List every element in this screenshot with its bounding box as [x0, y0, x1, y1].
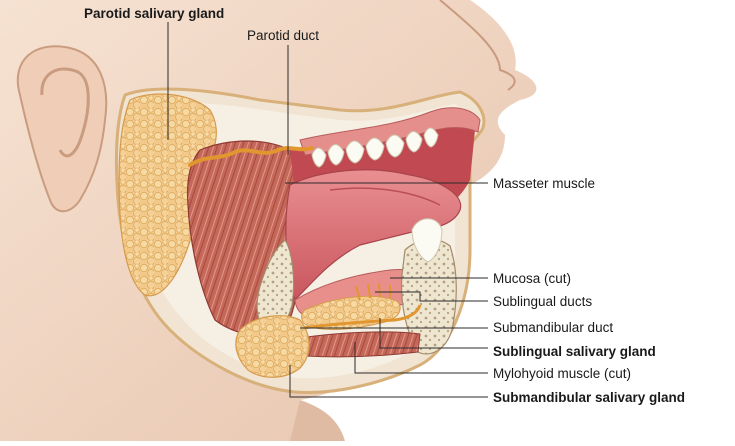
leader-lines — [167, 22, 488, 398]
neck-shadow — [290, 400, 345, 441]
nose-outline — [439, 0, 516, 91]
lower-tooth — [411, 218, 443, 263]
label-parotid-salivary-gland: Parotid salivary gland — [84, 6, 224, 21]
upper-teeth — [311, 127, 439, 168]
mylohyoid-muscle-shape — [299, 331, 421, 358]
label-mylohyoid-muscle: Mylohyoid muscle (cut) — [493, 366, 631, 381]
parotid-duct-shape — [188, 146, 314, 167]
label-parotid-duct: Parotid duct — [247, 28, 319, 43]
tongue-midline — [329, 187, 441, 206]
label-sublingual-salivary-gland: Sublingual salivary gland — [493, 344, 656, 359]
submandibular-duct-shape — [289, 304, 422, 332]
submandibular-gland-shape — [235, 315, 310, 378]
label-submandibular-salivary-gland: Submandibular salivary gland — [493, 390, 685, 405]
label-mucosa-cut: Mucosa (cut) — [493, 271, 571, 286]
parotid-gland-shape — [118, 93, 217, 297]
label-masseter-muscle: Masseter muscle — [493, 176, 595, 191]
label-submandibular-duct: Submandibular duct — [493, 320, 613, 335]
ear-inner — [40, 67, 90, 158]
label-sublingual-ducts: Sublingual ducts — [493, 294, 592, 309]
ear — [16, 45, 108, 213]
